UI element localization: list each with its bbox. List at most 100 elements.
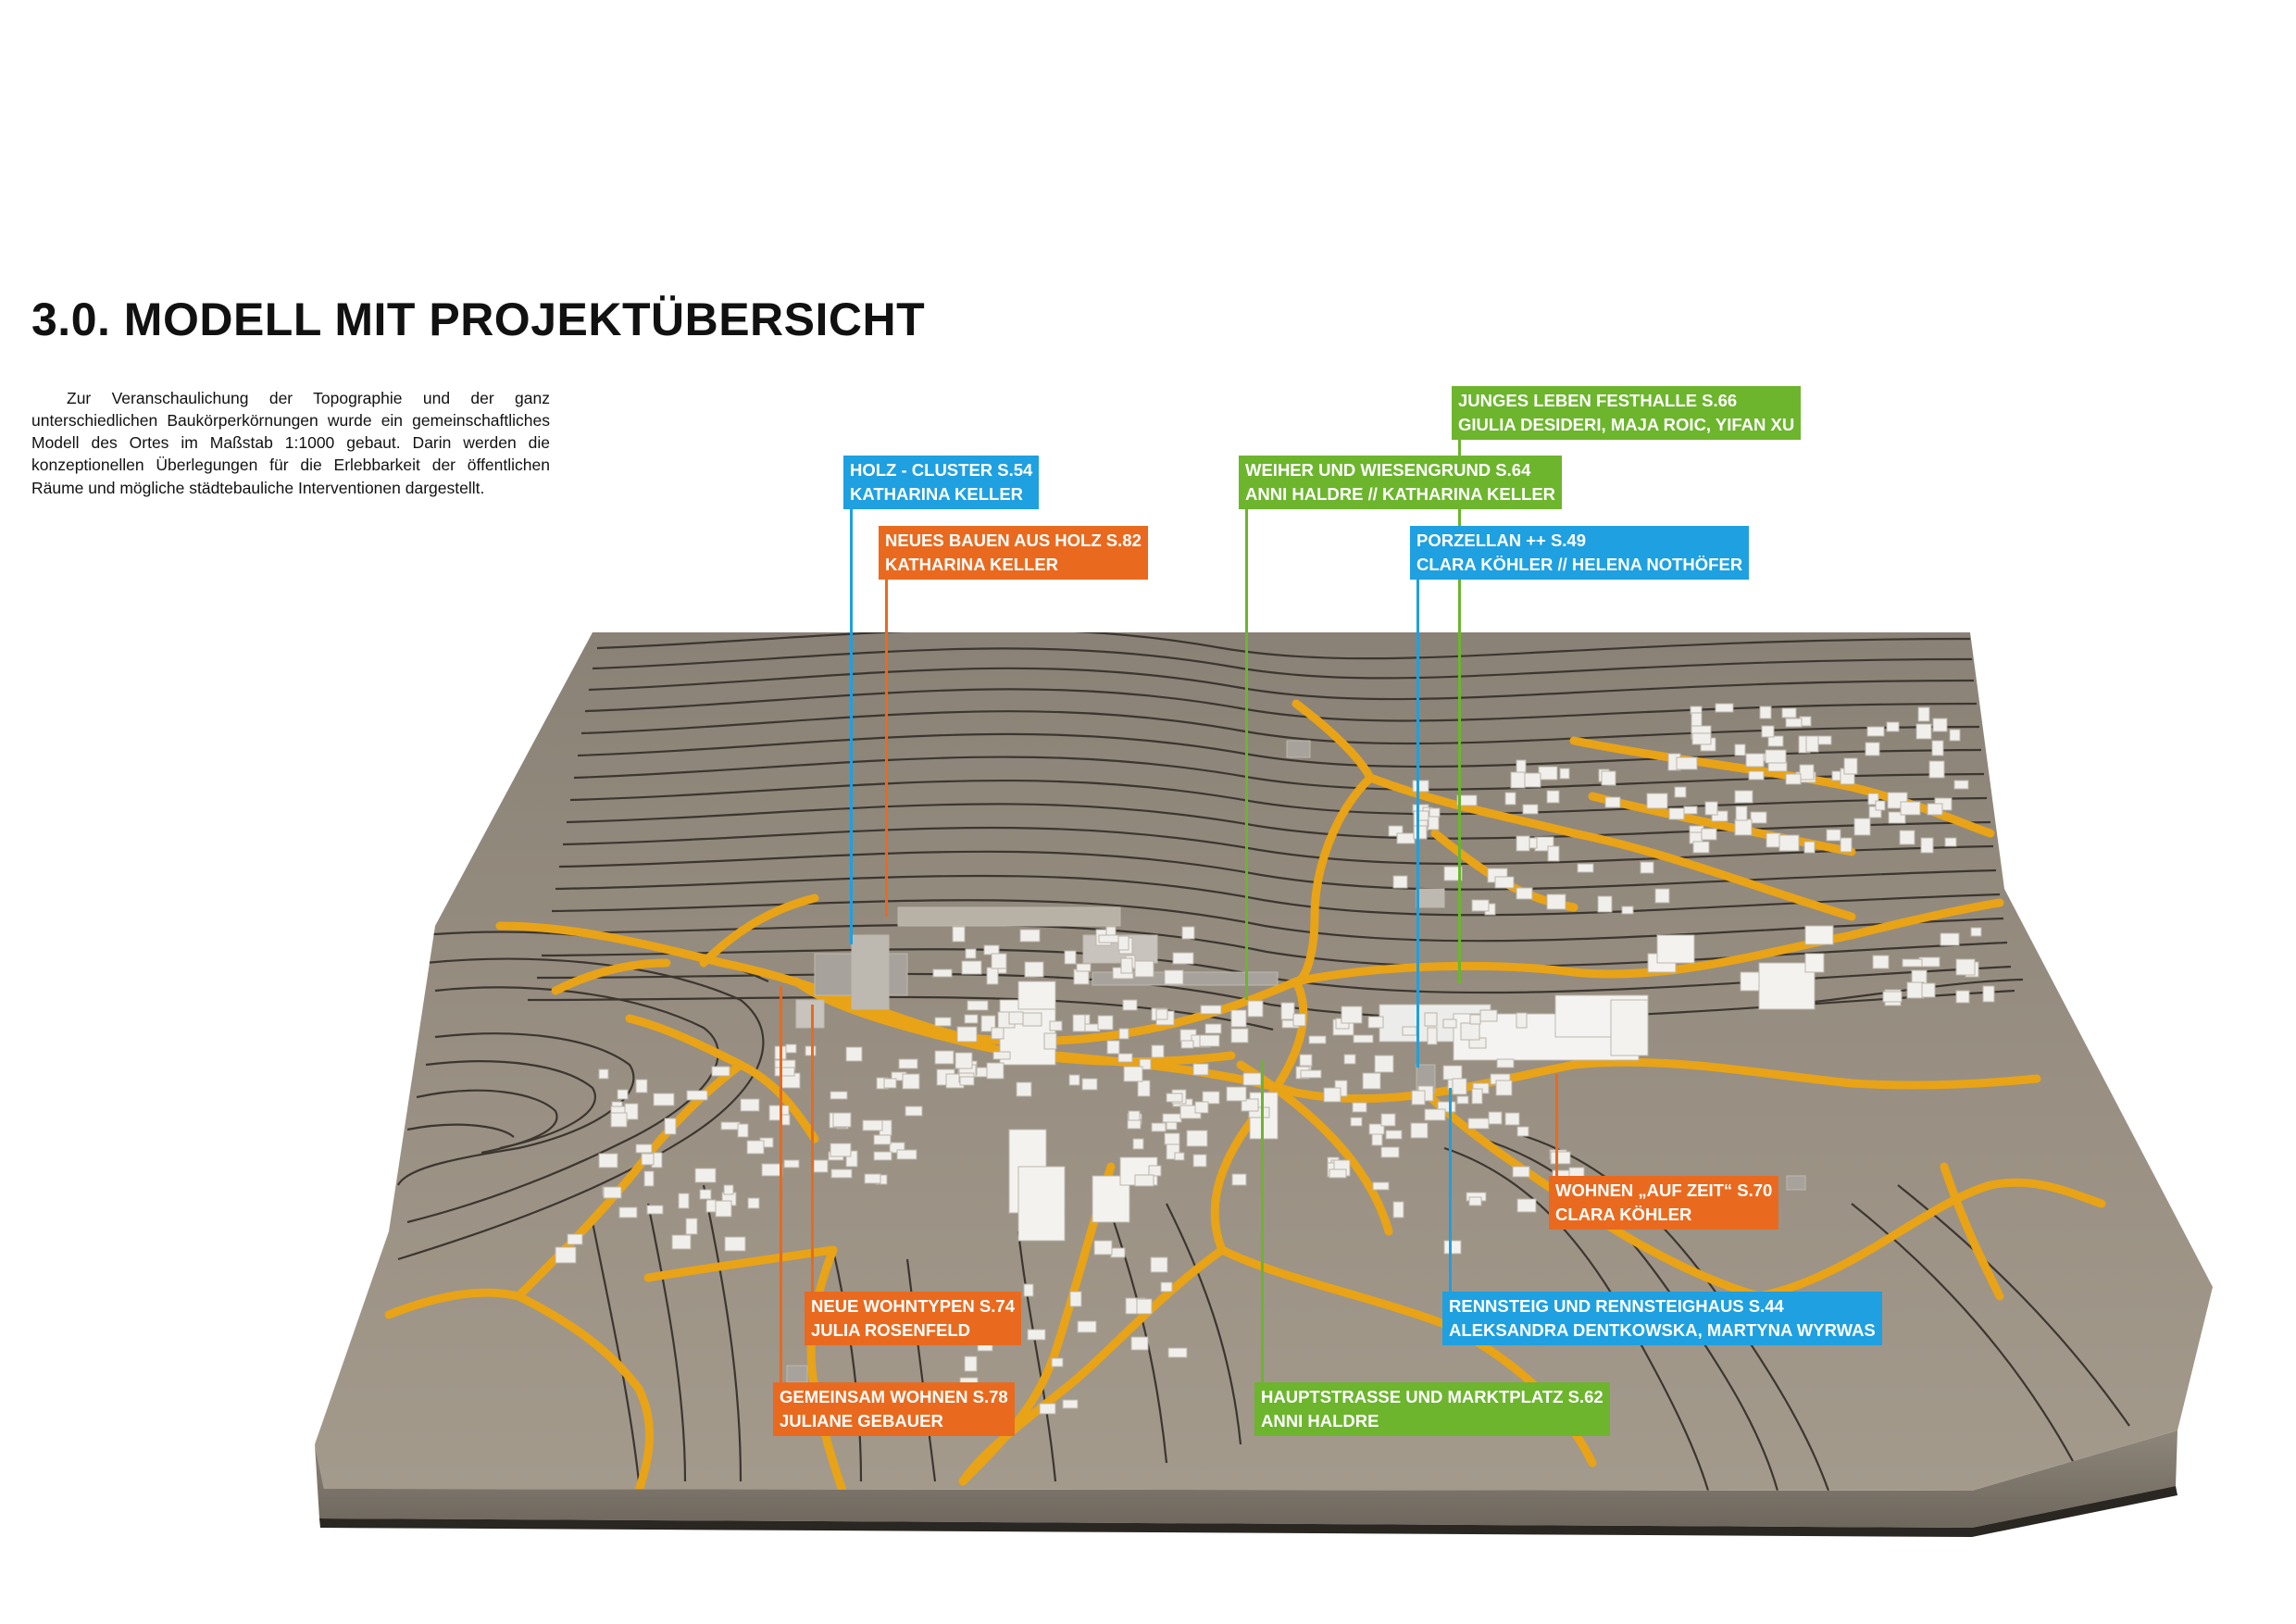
- model-house: [1160, 1281, 1173, 1293]
- model-house: [1761, 725, 1775, 738]
- model-house: [805, 1045, 817, 1056]
- project-label-holz-cluster: HOLZ - CLUSTER S.54 KATHARINA KELLER: [843, 456, 1040, 510]
- model-house: [1704, 801, 1718, 816]
- model-house: [1785, 718, 1803, 728]
- model-house: [1162, 1113, 1182, 1123]
- model-house: [1853, 818, 1871, 836]
- project-authors: ANNI HALDRE // KATHARINA KELLER: [1245, 483, 1556, 504]
- model-house: [862, 1119, 883, 1131]
- model-house: [610, 1112, 628, 1128]
- model-house: [1429, 807, 1441, 818]
- model-house: [1230, 1009, 1247, 1028]
- model-house: [1372, 1181, 1390, 1191]
- model-house: [1392, 1201, 1404, 1218]
- model-house: [1601, 770, 1616, 786]
- model-house: [934, 1050, 955, 1065]
- model-house: [1106, 1040, 1120, 1055]
- model-house: [1799, 764, 1815, 781]
- model-house: [1734, 743, 1746, 756]
- model-house: [1008, 1011, 1024, 1025]
- model-house: [724, 1236, 746, 1252]
- model-house: [902, 1073, 920, 1090]
- model-house: [1118, 1028, 1129, 1040]
- model-house: [1674, 786, 1687, 798]
- model-house: [653, 1093, 675, 1106]
- model-house: [992, 1051, 1011, 1060]
- project-label-weiher-wiesengrund: WEIHER UND WIESENGRUND S.64 ANNI HALDRE …: [1239, 456, 1563, 510]
- model-house: [1186, 1130, 1208, 1147]
- small-houses: [555, 703, 1995, 1415]
- leader-weiher-wiesengrund: [1245, 497, 1248, 1000]
- model-house: [1471, 899, 1490, 912]
- model-house: [1748, 770, 1765, 781]
- project-label-neue-wohntypen: NEUE WOHNTYPEN S.74 JULIA ROSENFELD: [805, 1292, 1021, 1346]
- model-house: [1043, 1032, 1057, 1050]
- model-house: [1840, 837, 1853, 853]
- model-house: [1166, 1093, 1183, 1103]
- model-house: [737, 1123, 749, 1138]
- project-title: RENNSTEIG UND RENNSTEIGHAUS S.44: [1449, 1296, 1784, 1316]
- model-house: [555, 1246, 577, 1264]
- model-house: [1668, 807, 1685, 820]
- model-house: [747, 1197, 760, 1209]
- model-house: [965, 948, 977, 959]
- model-house: [1385, 1130, 1403, 1140]
- project-authors: JULIANE GEBAUER: [780, 1410, 943, 1430]
- model-house: [1691, 732, 1712, 745]
- model-house: [1172, 952, 1194, 965]
- model-house: [1955, 958, 1976, 976]
- model-house: [643, 1170, 655, 1187]
- project-authors: ANNI HALDRE: [1261, 1410, 1379, 1430]
- model-house: [1510, 771, 1526, 789]
- model-house: [1715, 703, 1734, 713]
- model-house: [720, 1121, 741, 1131]
- model-house: [1024, 961, 1044, 978]
- model-house: [785, 1043, 797, 1054]
- project-authors: GIULIA DESIDERI, MAJA ROIC, YIFAN XU: [1458, 414, 1795, 434]
- model-house: [1248, 1106, 1270, 1118]
- model-house: [635, 1079, 648, 1093]
- model-house: [1128, 1110, 1141, 1121]
- model-house: [1139, 1058, 1152, 1070]
- model-house: [1392, 875, 1408, 889]
- model-house: [641, 1153, 655, 1166]
- model-house: [1460, 1022, 1480, 1041]
- model-house: [761, 1163, 783, 1177]
- model-house: [1734, 818, 1753, 836]
- project-title: WOHNEN „AUF ZEIT“ S.70: [1555, 1181, 1773, 1200]
- model-house: [1522, 804, 1539, 815]
- model-house: [1164, 1132, 1180, 1145]
- model-house: [1093, 1240, 1113, 1255]
- project-title: NEUES BAUEN AUS HOLZ S.82: [885, 531, 1142, 550]
- model-house: [686, 1090, 708, 1101]
- model-house: [1577, 863, 1594, 873]
- model-house: [991, 1027, 1004, 1040]
- model-house: [1098, 934, 1119, 943]
- project-authors: CLARA KÖHLER // HELENA NOTHÖFER: [1416, 554, 1743, 574]
- model-house: [1062, 1399, 1079, 1409]
- model-house: [1151, 1044, 1165, 1058]
- model-house: [967, 1000, 989, 1011]
- model-house: [1826, 829, 1841, 842]
- model-house: [1735, 806, 1748, 821]
- model-house: [1516, 1012, 1528, 1029]
- project-label-junges-leben: JUNGES LEBEN FESTHALLE S.66 GIULIA DESID…: [1452, 386, 1802, 441]
- project-authors: KATHARINA KELLER: [885, 554, 1059, 574]
- model-house: [1402, 1026, 1417, 1036]
- model-house: [1843, 757, 1858, 775]
- model-house: [1427, 1027, 1438, 1045]
- model-house: [959, 1076, 975, 1086]
- model-house: [932, 968, 953, 978]
- model-house: [1167, 1347, 1188, 1358]
- model-house: [1374, 1055, 1394, 1073]
- model-house: [1411, 1090, 1426, 1106]
- model-house: [598, 1068, 609, 1080]
- model-house: [1200, 1005, 1222, 1015]
- model-house: [1504, 792, 1516, 806]
- model-house: [1604, 796, 1621, 808]
- model-house: [774, 1067, 795, 1077]
- model-house: [1388, 825, 1404, 837]
- model-house: [1516, 835, 1530, 852]
- project-authors: KATHARINA KELLER: [850, 483, 1024, 504]
- model-house: [991, 953, 1007, 969]
